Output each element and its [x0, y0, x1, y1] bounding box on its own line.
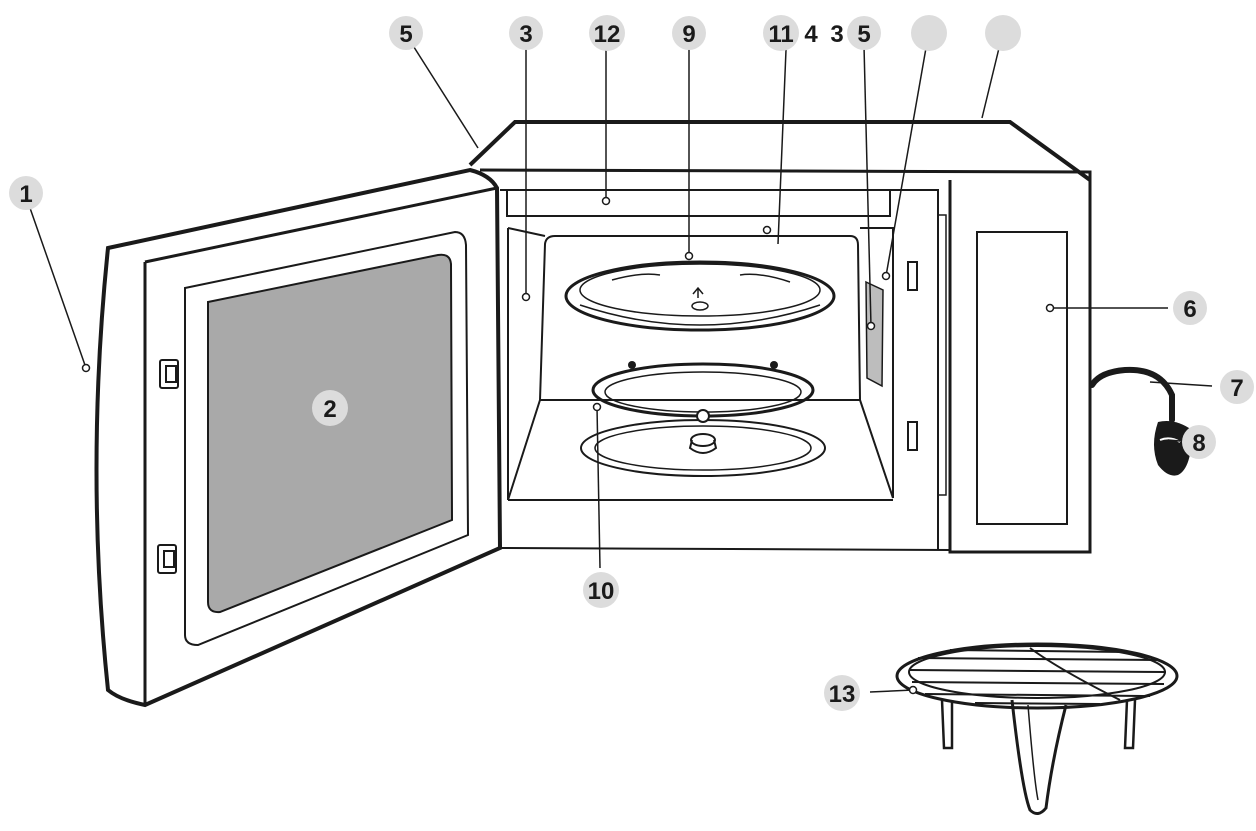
svg-text:9: 9 [682, 21, 695, 48]
svg-text:3: 3 [519, 21, 532, 48]
grill-rack [895, 642, 1179, 815]
leader-lines [29, 43, 1213, 693]
callout-power-cord: 7 [1220, 370, 1254, 404]
callout-label-four: 4 [804, 21, 818, 48]
control-panel [976, 231, 1068, 525]
body-front-top-edge [479, 168, 1092, 554]
callout-cavity-wall-right: 3 [830, 21, 843, 48]
microwave-body [468, 120, 1092, 554]
cavity-right-wall [859, 227, 894, 499]
door-inner-edge [143, 186, 498, 705]
callout-roller-ring: 10 [583, 572, 619, 608]
callout-glass-tray: 9 [672, 16, 706, 50]
svg-text:5: 5 [399, 21, 412, 48]
callout-waveguide: 11 [763, 15, 799, 51]
door-front-curve [96, 247, 109, 691]
door-seal-line [938, 214, 947, 496]
cavity-back-wall [538, 235, 862, 401]
door-slot-bottom [907, 421, 918, 451]
body-bottom-edge [499, 547, 951, 551]
callout-grill-rack: 13 [824, 675, 860, 711]
callout-top-right-five: 5 [847, 16, 881, 50]
body-top [468, 120, 1092, 182]
svg-text:10: 10 [588, 578, 615, 605]
grill-heater-strip [506, 189, 891, 217]
door-latch-top [159, 359, 179, 389]
waveguide-cover [865, 280, 884, 388]
svg-text:13: 13 [829, 681, 856, 708]
glass-tray [564, 260, 836, 332]
roller-wheel [628, 361, 636, 369]
door-latch-bottom [157, 544, 177, 574]
callout-blank-b [985, 15, 1021, 51]
microwave-door [94, 167, 503, 708]
svg-text:5: 5 [857, 21, 870, 48]
svg-text:1: 1 [19, 181, 32, 208]
door-slot-top [907, 261, 918, 291]
svg-text:3: 3 [830, 21, 843, 48]
callout-blank-a [911, 15, 947, 51]
svg-text:2: 2 [323, 396, 336, 423]
callout-control-panel: 6 [1173, 291, 1207, 325]
anchor-dots [81, 196, 1055, 695]
callout-top-left-five: 5 [389, 16, 423, 50]
roller-ring-inner [604, 371, 802, 413]
svg-text:8: 8 [1192, 430, 1205, 457]
callout-door: 1 [9, 176, 43, 210]
svg-text:7: 7 [1230, 375, 1243, 402]
svg-text:4: 4 [804, 21, 818, 48]
power-cord [1089, 366, 1192, 476]
callout-cavity-wall-left: 3 [509, 16, 543, 50]
power-plug [1154, 421, 1192, 476]
svg-text:12: 12 [594, 21, 621, 48]
svg-text:6: 6 [1183, 296, 1196, 323]
roller-wheel [770, 361, 778, 369]
svg-text:11: 11 [768, 21, 793, 48]
callout-grill-heater: 12 [589, 15, 625, 51]
callout-plug: 8 [1182, 425, 1216, 459]
roller-wheel [696, 409, 710, 423]
door-frame [184, 230, 470, 647]
turntable-assembly [580, 361, 826, 477]
door-window-glass [207, 253, 454, 614]
callout-door-window: 2 [312, 390, 348, 426]
